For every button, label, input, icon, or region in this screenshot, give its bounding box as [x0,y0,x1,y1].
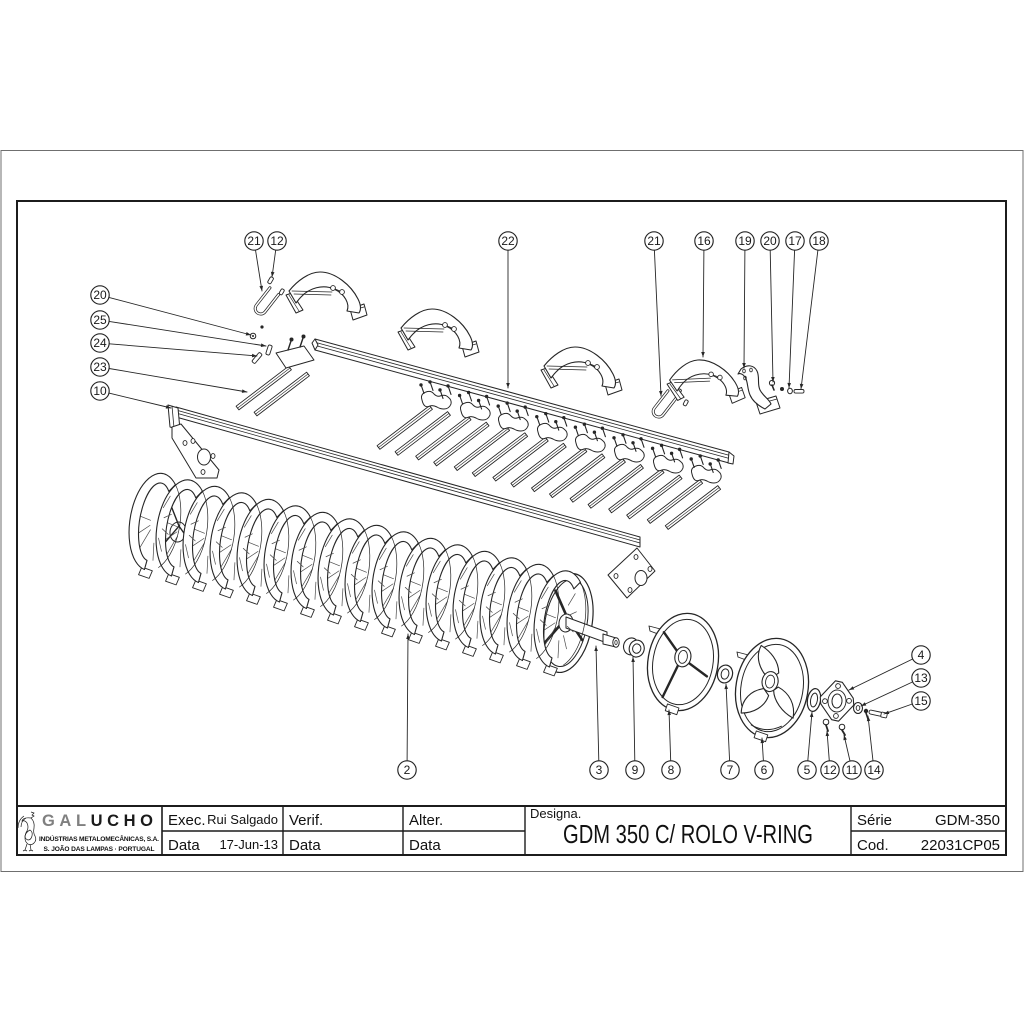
svg-text:GDM-350: GDM-350 [935,812,1000,829]
svg-text:GDM 350 C/ ROLO V-RING: GDM 350 C/ ROLO V-RING [563,819,813,849]
svg-text:22031CP05: 22031CP05 [921,837,1000,854]
svg-text:12: 12 [823,763,837,777]
svg-text:6: 6 [761,763,768,777]
svg-text:8: 8 [668,763,675,777]
svg-text:16: 16 [697,234,711,248]
svg-text:14: 14 [867,763,881,777]
svg-text:3: 3 [596,763,603,777]
svg-text:12: 12 [270,234,284,248]
svg-text:24: 24 [93,336,107,350]
svg-text:13: 13 [914,671,928,685]
svg-text:17-Jun-13: 17-Jun-13 [219,837,278,852]
svg-text:Alter.: Alter. [409,812,443,829]
svg-text:4: 4 [918,648,925,662]
svg-text:15: 15 [914,694,928,708]
svg-text:9: 9 [632,763,639,777]
svg-text:20: 20 [93,288,107,302]
svg-text:Rui Salgado: Rui Salgado [207,812,278,827]
svg-text:21: 21 [647,234,661,248]
svg-text:Designa.: Designa. [530,806,581,821]
svg-text:2: 2 [404,763,411,777]
svg-text:5: 5 [804,763,811,777]
svg-text:Série: Série [857,812,892,829]
svg-text:17: 17 [788,234,802,248]
svg-text:22: 22 [501,234,515,248]
svg-text:25: 25 [93,313,107,327]
svg-text:10: 10 [93,384,107,398]
svg-text:INDÚSTRIAS METALOMECÂNICAS, S.: INDÚSTRIAS METALOMECÂNICAS, S.A. [39,834,159,843]
svg-text:Exec.: Exec. [168,812,206,829]
svg-text:Data: Data [409,837,441,854]
svg-text:19: 19 [738,234,752,248]
svg-text:Verif.: Verif. [289,812,323,829]
svg-text:20: 20 [763,234,777,248]
svg-text:21: 21 [247,234,261,248]
svg-text:Cod.: Cod. [857,837,889,854]
svg-text:S. JOÃO DAS LAMPAS · PORTUGAL: S. JOÃO DAS LAMPAS · PORTUGAL [44,844,155,853]
svg-text:7: 7 [727,763,734,777]
svg-text:Data: Data [289,837,321,854]
svg-text:23: 23 [93,360,107,374]
svg-text:11: 11 [846,763,859,777]
svg-text:Data: Data [168,837,200,854]
svg-text:18: 18 [812,234,826,248]
